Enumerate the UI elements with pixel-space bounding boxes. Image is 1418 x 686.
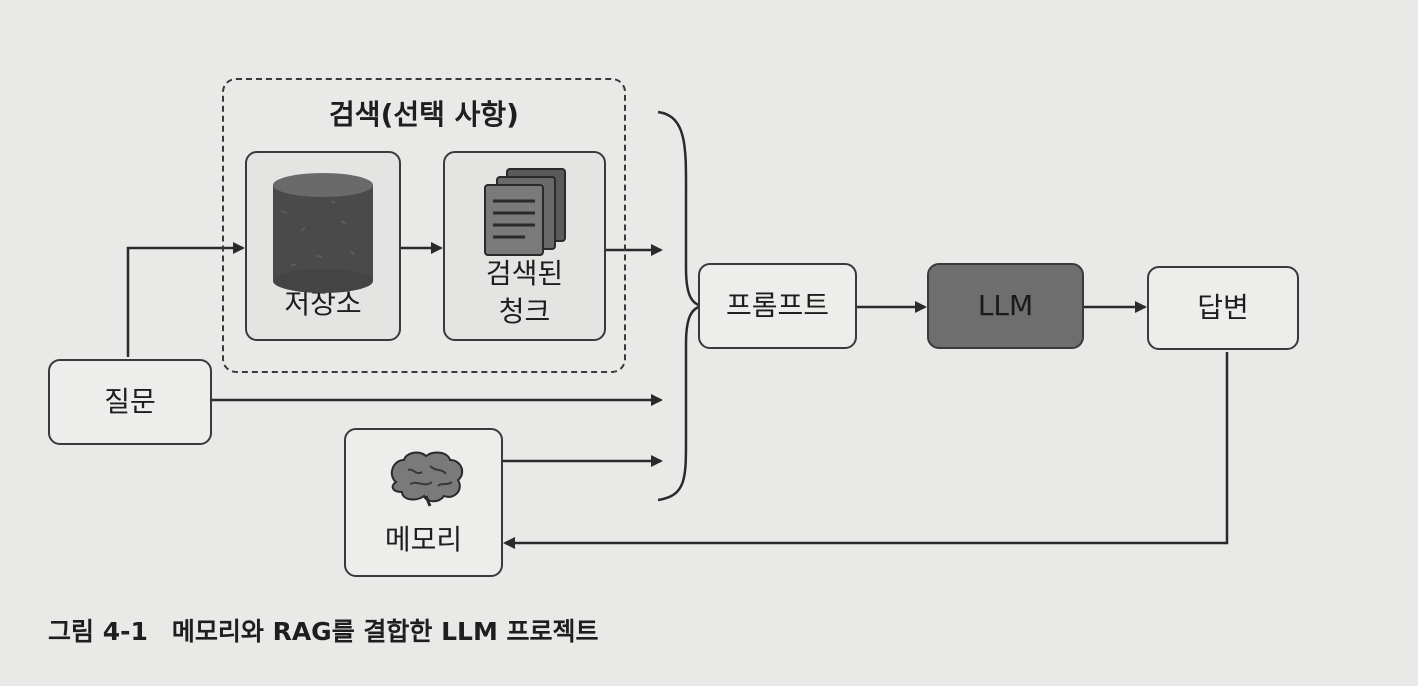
figure-caption: 그림 4-1 메모리와 RAG를 결합한 LLM 프로젝트 — [48, 612, 599, 648]
arrow-answer-to-memory — [503, 352, 1229, 549]
llm-node: LLM — [927, 263, 1084, 349]
question-node: 질문 — [48, 359, 212, 445]
database-cylinder-icon — [273, 173, 373, 293]
answer-label: 답변 — [1197, 291, 1249, 324]
retrieved-chunks-label-line2: 청크 — [498, 295, 551, 328]
search-group — [222, 78, 626, 373]
storage-node: 저장소 — [245, 151, 401, 341]
prompt-node: 프롬프트 — [698, 263, 857, 349]
memory-node: 메모리 — [344, 428, 503, 577]
retrieved-chunks-label-line1: 검색된 — [485, 257, 564, 290]
brain-icon — [390, 451, 464, 507]
search-group-title: 검색(선택 사항) — [329, 98, 519, 131]
question-label: 질문 — [104, 385, 156, 418]
figure-number: 그림 4-1 — [48, 617, 148, 646]
memory-label: 메모리 — [384, 523, 463, 556]
arrow-question-to-storage — [126, 242, 245, 357]
stacked-documents-icon — [484, 168, 566, 256]
llm-label: LLM — [977, 289, 1034, 322]
figure-caption-text: 메모리와 RAG를 결합한 LLM 프로젝트 — [171, 617, 599, 646]
curly-brace — [657, 110, 703, 502]
answer-node: 답변 — [1147, 266, 1299, 350]
prompt-label: 프롬프트 — [725, 289, 830, 322]
retrieved-chunks-node: 검색된 청크 — [443, 151, 606, 341]
